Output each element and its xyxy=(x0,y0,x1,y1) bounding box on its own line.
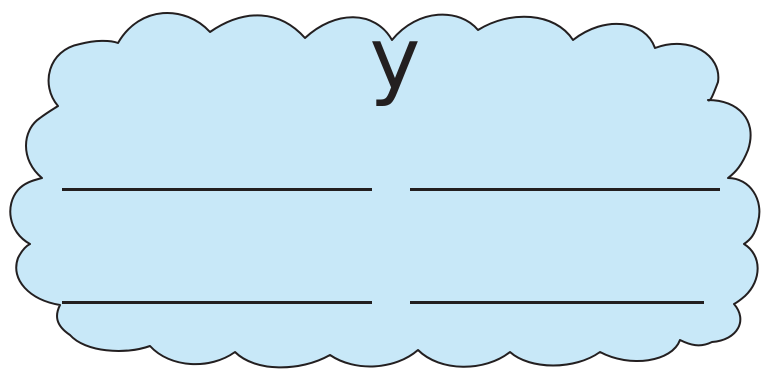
target-letter: y xyxy=(369,9,421,109)
cloud-outline xyxy=(9,12,761,369)
writing-line-1[interactable] xyxy=(62,188,372,191)
writing-line-3[interactable] xyxy=(62,301,372,304)
writing-line-4[interactable] xyxy=(410,301,704,304)
writing-line-2[interactable] xyxy=(410,188,720,191)
